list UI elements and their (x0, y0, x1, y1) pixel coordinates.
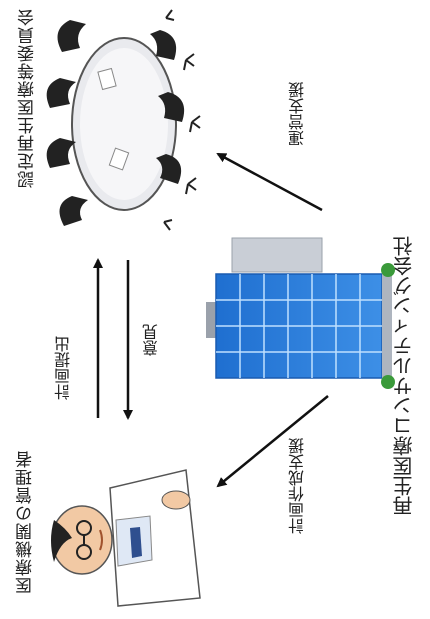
doctor-icon (51, 469, 201, 607)
arrow-operation-support (216, 152, 323, 212)
arrow-plan-support (216, 395, 329, 488)
office-building-icon (206, 237, 395, 389)
meeting-table-icon (46, 9, 201, 231)
